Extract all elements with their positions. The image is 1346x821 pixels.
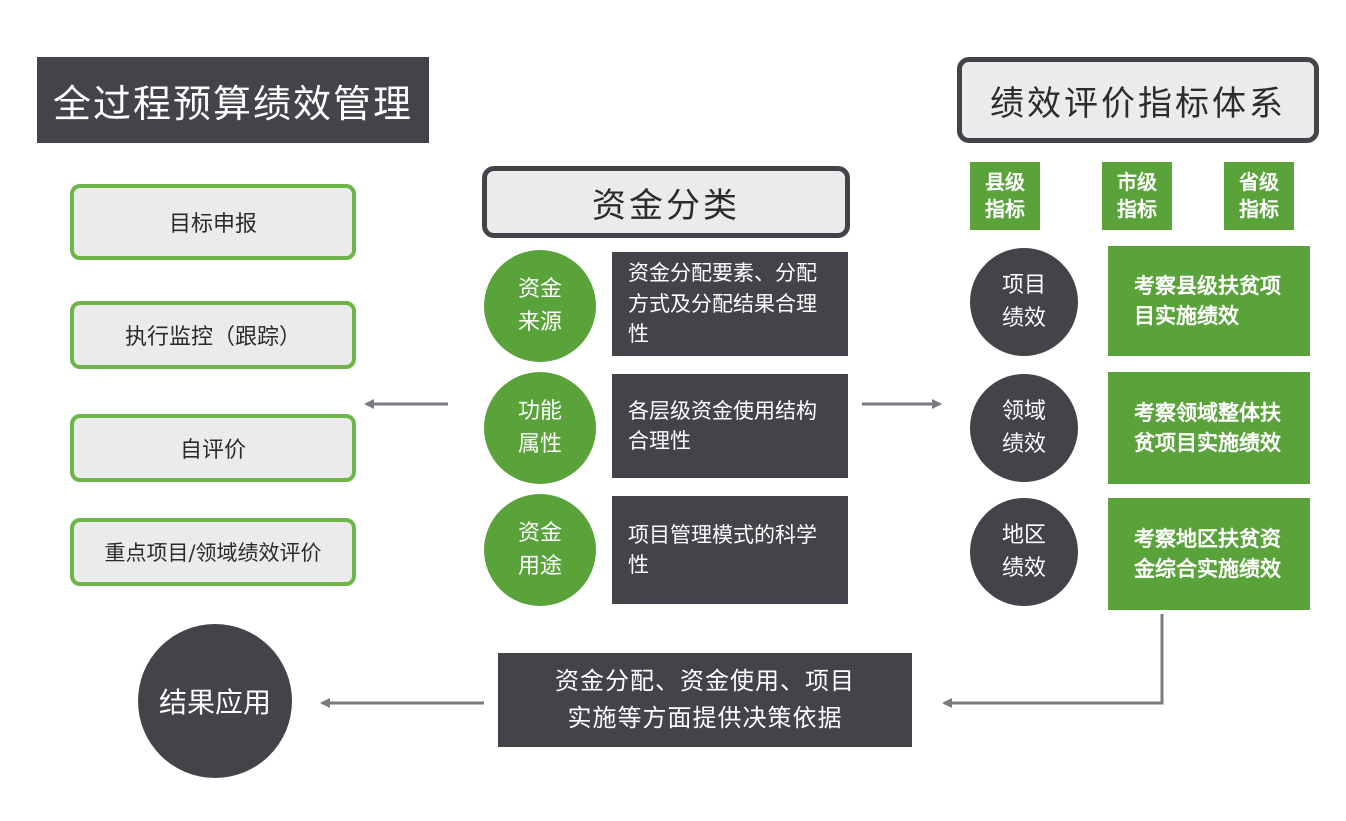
field-performance-circle: 领域 绩效 xyxy=(970,374,1078,482)
province-level-indicator: 省级 指标 xyxy=(1224,162,1294,230)
step-key-evaluation: 重点项目/领域绩效评价 xyxy=(70,518,356,586)
main-title: 全过程预算绩效管理 xyxy=(37,57,429,143)
result-application-circle: 结果应用 xyxy=(138,624,292,778)
fund-source-desc-text: 资金分配要素、分配方式及分配结果合理性 xyxy=(628,261,817,347)
indicator-system-title: 绩效评价指标体系 xyxy=(957,57,1319,143)
project-performance-desc-text: 考察县级扶贫项目实施绩效 xyxy=(1134,272,1281,328)
step-self-evaluation: 自评价 xyxy=(70,414,356,482)
field-performance-desc: 考察领域整体扶贫项目实施绩效 xyxy=(1108,372,1310,484)
project-performance-desc: 考察县级扶贫项目实施绩效 xyxy=(1108,246,1310,356)
region-performance-circle: 地区 绩效 xyxy=(970,498,1078,606)
project-performance-circle: 项目 绩效 xyxy=(970,248,1078,356)
fund-use-circle: 资金 用途 xyxy=(484,494,596,606)
field-performance-desc-text: 考察领域整体扶贫项目实施绩效 xyxy=(1134,399,1281,455)
step-target-declaration: 目标申报 xyxy=(70,184,356,260)
fund-classification-title: 资金分类 xyxy=(482,166,850,238)
city-level-indicator: 市级 指标 xyxy=(1102,162,1172,230)
function-attribute-desc-text: 各层级资金使用结构合理性 xyxy=(628,398,817,453)
region-performance-desc: 考察地区扶贫资金综合实施绩效 xyxy=(1108,498,1310,610)
fund-use-desc-text: 项目管理模式的科学性 xyxy=(628,522,817,577)
fund-source-circle: 资金 来源 xyxy=(484,250,596,362)
county-level-indicator: 县级 指标 xyxy=(970,162,1040,230)
function-attribute-circle: 功能 属性 xyxy=(484,372,596,484)
fund-source-desc: 资金分配要素、分配方式及分配结果合理性 xyxy=(612,252,848,356)
arrow-to-decision-basis xyxy=(942,614,1164,708)
fund-use-desc: 项目管理模式的科学性 xyxy=(612,496,848,604)
function-attribute-desc: 各层级资金使用结构合理性 xyxy=(612,374,848,478)
step-execution-monitoring: 执行监控（跟踪） xyxy=(70,301,356,369)
region-performance-desc-text: 考察地区扶贫资金综合实施绩效 xyxy=(1134,525,1281,581)
decision-basis-box: 资金分配、资金使用、项目 实施等方面提供决策依据 xyxy=(498,653,912,747)
